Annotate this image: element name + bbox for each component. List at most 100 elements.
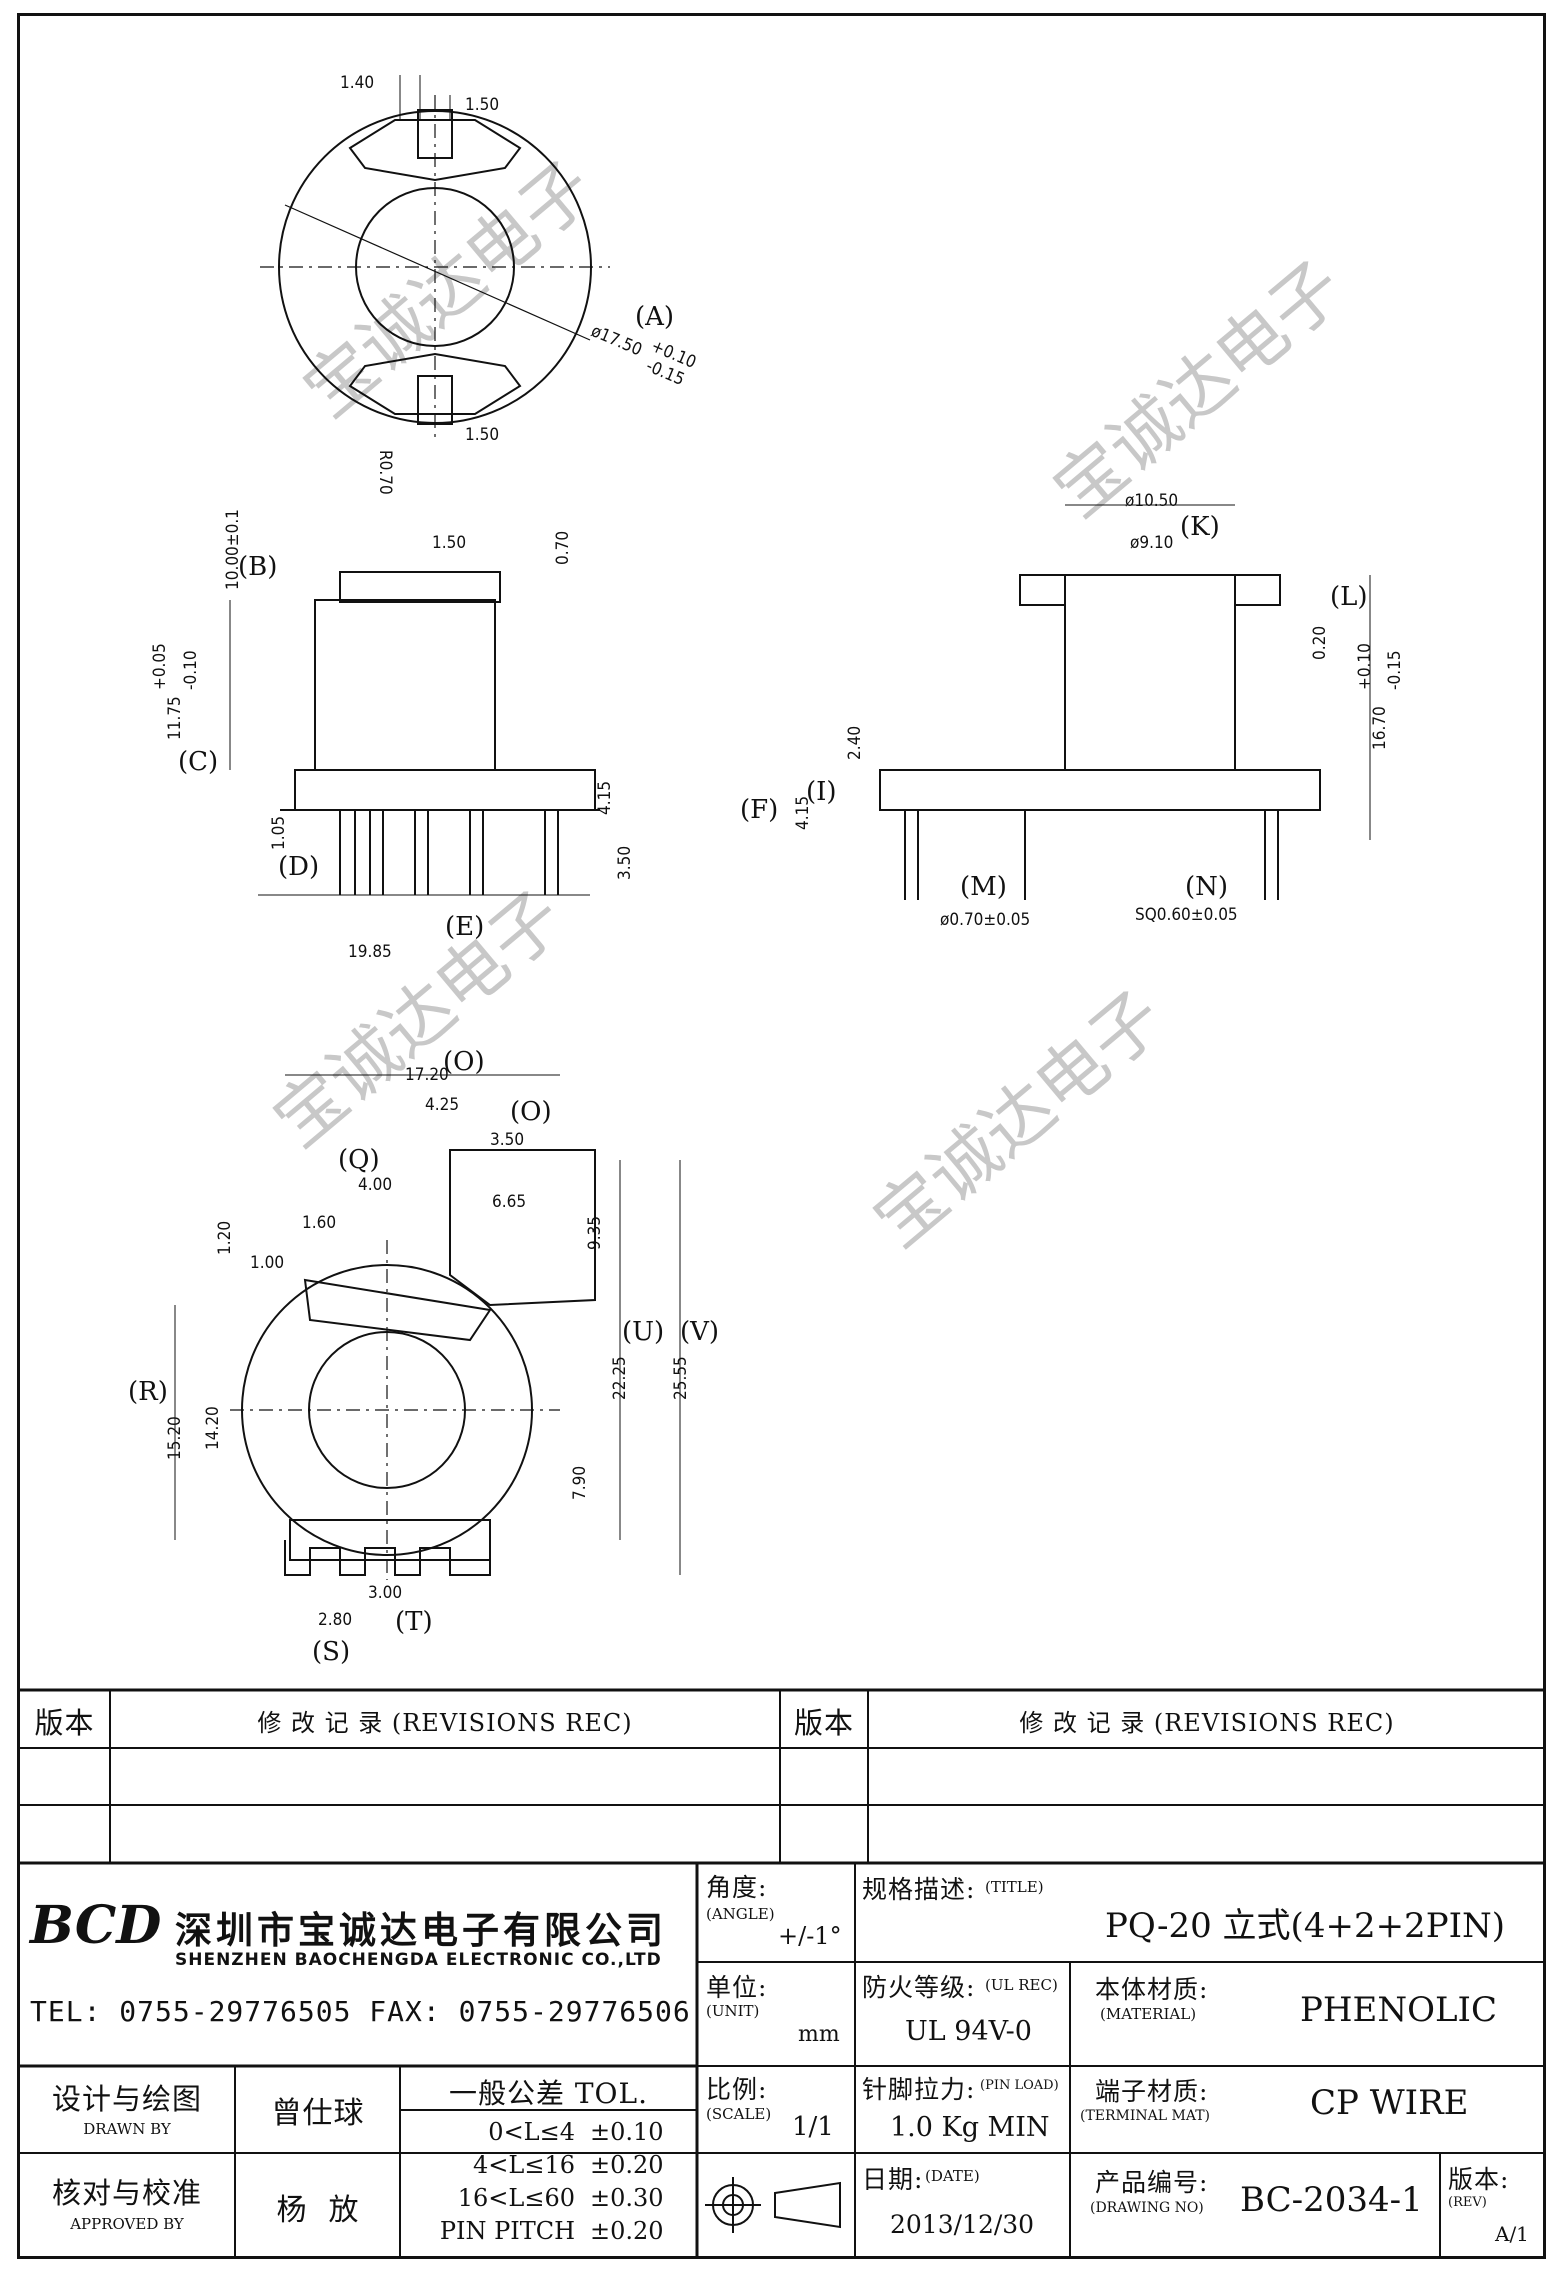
front-top-flange	[339, 571, 501, 603]
rev-record-header-right: 修 改 记 录 (REVISIONS REC)	[1019, 1709, 1395, 1737]
bottom-lead-frame	[449, 1149, 596, 1307]
rev-value: A/1	[1495, 2222, 1529, 2246]
side-view	[879, 504, 1371, 900]
bottom-pin-combs	[284, 1540, 491, 1576]
label-v: (V)	[680, 1317, 719, 1347]
dim-bottom-14: 7.90	[570, 1466, 590, 1500]
rev-label: 版本:	[1448, 2165, 1510, 2194]
angle-label-en: (ANGLE)	[706, 1905, 775, 1923]
dim-bottom-1: 17.20	[405, 1065, 449, 1085]
dim-bottom-5: 4.00	[358, 1175, 392, 1195]
tolerance-header: 一般公差 TOL.	[448, 2077, 649, 2110]
title-label-en: (TITLE)	[985, 1878, 1044, 1896]
tolerance-value-2: ±0.20	[590, 2151, 664, 2179]
tolerance-range-2: 4<L≤16	[473, 2151, 575, 2179]
scale-label: 比例:	[706, 2075, 768, 2104]
dim-top-1: 1.40	[340, 73, 374, 93]
terminal-label: 端子材质:	[1095, 2077, 1209, 2106]
dim-bottom-9: 9.35	[585, 1216, 605, 1250]
label-m: (M)	[960, 872, 1007, 902]
terminal-label-en: (TERMINAL MAT)	[1080, 2108, 1211, 2124]
dim-bottom-15: 2.80	[318, 1610, 352, 1630]
label-n: (N)	[1185, 872, 1228, 902]
angle-label: 角度:	[706, 1873, 768, 1902]
pin-load-value: 1.0 Kg MIN	[890, 2112, 1050, 2143]
rev-header-left: 版本	[34, 1706, 95, 1740]
dim-front-10: 19.85	[348, 942, 392, 962]
label-a: (A)	[635, 302, 674, 332]
drawing-no-label: 产品编号:	[1095, 2168, 1209, 2197]
tolerance-range-4: PIN PITCH	[439, 2217, 575, 2245]
top-upper-flange	[348, 119, 522, 182]
dim-bottom-7: 1.20	[215, 1221, 235, 1255]
scale-value: 1/1	[792, 2112, 834, 2142]
label-k: (K)	[1180, 512, 1220, 542]
angle-value: +/-1°	[778, 1922, 842, 1950]
dim-bottom-10: 22.25	[610, 1356, 630, 1400]
front-core	[314, 599, 496, 771]
terminal-value: CP WIRE	[1310, 2083, 1469, 2123]
label-q: (Q)	[338, 1145, 380, 1175]
pin-load-label-en: (PIN LOAD)	[980, 2078, 1059, 2093]
projection-cone	[774, 2181, 841, 2229]
watermark-4: 宝诚达电子	[858, 975, 1179, 1263]
unit-label-en: (UNIT)	[706, 2002, 760, 2020]
label-u: (U)	[622, 1317, 664, 1347]
title-block-grid	[17, 1688, 1546, 2259]
ul-value: UL 94V-0	[905, 2016, 1032, 2047]
dim-top-4: R0.70	[375, 450, 395, 495]
date-label-en: (DATE)	[925, 2167, 980, 2185]
dim-bottom-12: 15.20	[165, 1416, 185, 1460]
label-i: (I)	[806, 777, 837, 807]
label-o-1: (O)	[443, 1047, 485, 1077]
label-l: (L)	[1330, 582, 1368, 612]
dim-side-6: -0.15	[1385, 650, 1405, 690]
dim-front-6: -0.10	[181, 650, 201, 690]
dim-front-2: 0.70	[553, 531, 573, 565]
rev-record-header-left: 修 改 记 录 (REVISIONS REC)	[257, 1709, 633, 1737]
dim-side-10: SQ0.60±0.05	[1135, 905, 1238, 925]
side-left-flange	[1019, 574, 1066, 606]
company-name-en: SHENZHEN BAOCHENGDA ELECTRONIC CO.,LTD	[175, 1950, 662, 1970]
watermark-group: 宝诚达电子 宝诚达电子 宝诚达电子 宝诚达电子	[258, 145, 1359, 1263]
dim-front-8: 4.15	[595, 781, 615, 815]
dim-bottom-13: 14.20	[203, 1406, 223, 1450]
title-value: PQ-20 立式(4+2+2PIN)	[1105, 1906, 1506, 1946]
label-t: (T)	[395, 1607, 433, 1637]
drawing-no-value: BC-2034-1	[1240, 2180, 1423, 2220]
dim-side-8: 4.15	[793, 796, 813, 830]
approved-label-en: APPROVED BY	[70, 2215, 184, 2233]
dim-bottom-11: 25.55	[671, 1356, 691, 1400]
dim-front-7: 1.05	[269, 816, 289, 850]
dim-front-9: 3.50	[615, 846, 635, 880]
tolerance-range-1: 0<L≤4	[488, 2118, 575, 2146]
date-value: 2013/12/30	[890, 2210, 1035, 2239]
rev-header-right: 版本	[793, 1706, 854, 1740]
dim-bottom-8: 1.00	[250, 1253, 284, 1273]
label-r: (R)	[128, 1377, 168, 1407]
dim-side-9: ø0.70±0.05	[940, 910, 1030, 930]
pin-load-label: 针脚拉力:	[862, 2075, 976, 2104]
bottom-view-text: 17.20 4.25 3.50 6.65 4.00 1.60 1.20 1.00…	[128, 1047, 719, 1667]
dim-top-3: 1.50	[465, 425, 499, 445]
tolerance-value-1: ±0.10	[590, 2118, 664, 2146]
unit-label: 单位:	[706, 1973, 768, 2002]
front-view	[229, 571, 600, 896]
dim-side-3: 0.20	[1310, 626, 1330, 660]
dim-bottom-2: 4.25	[425, 1095, 459, 1115]
label-b: (B)	[238, 552, 277, 582]
company-name-cn: 深圳市宝诚达电子有限公司	[175, 1909, 667, 1952]
material-value: PHENOLIC	[1300, 1990, 1497, 2030]
dim-side-1: ø10.50	[1125, 491, 1178, 511]
dim-top-2: 1.50	[465, 95, 499, 115]
label-d: (D)	[278, 852, 319, 882]
tolerance-range-3: 16<L≤60	[457, 2184, 575, 2212]
approved-name: 杨 放	[276, 2193, 360, 2228]
dim-bottom-3: 3.50	[490, 1130, 524, 1150]
label-s: (S)	[312, 1637, 350, 1667]
dim-side-4: 16.70	[1370, 706, 1390, 750]
rev-label-en: (REV)	[1448, 2195, 1487, 2210]
side-right-flange	[1234, 574, 1281, 606]
ul-label: 防火等级:	[862, 1973, 976, 2002]
